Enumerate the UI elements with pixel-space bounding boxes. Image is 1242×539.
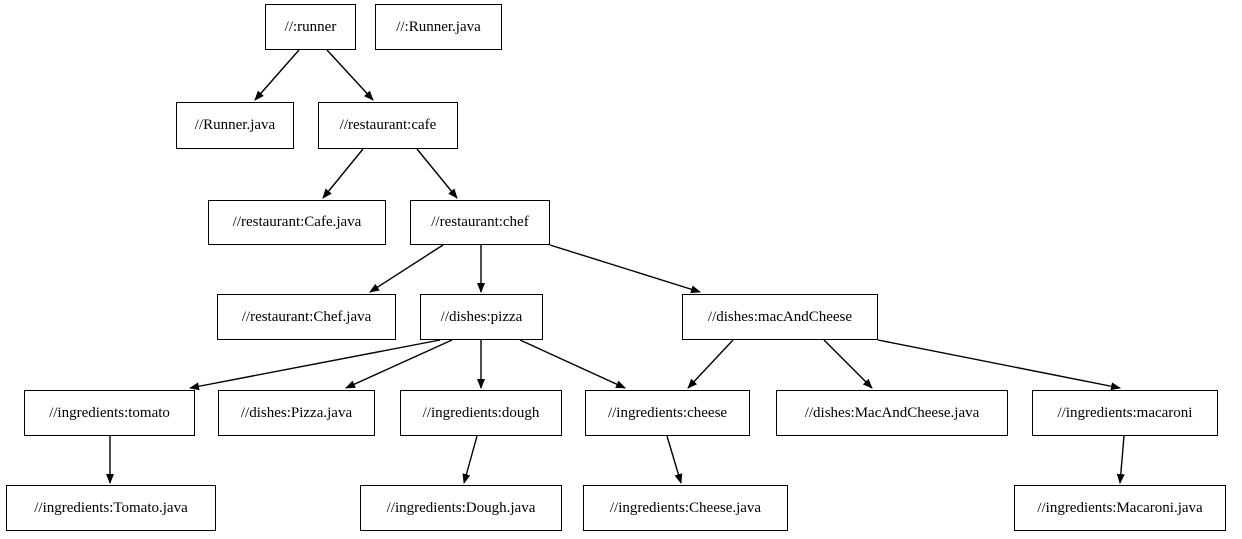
graph-node-root_runner_java[interactable]: //:Runner.java — [375, 4, 502, 50]
graph-node-label: //restaurant:chef — [431, 214, 529, 230]
graph-edge-ing_macaroni-to-ing_macaroni_java — [1116, 435, 1125, 484]
graph-node-label: //ingredients:Dough.java — [386, 499, 536, 516]
graph-edge-runner-to-runner_java — [254, 49, 300, 101]
graph-node-dishes_pizza_java[interactable]: //dishes:Pizza.java — [218, 390, 375, 436]
graph-edge-restaurant_chef-to-restaurant_chef_java — [369, 244, 444, 293]
graph-node-dishes_pizza[interactable]: //dishes:pizza — [420, 294, 543, 340]
graph-node-label: //ingredients:tomato — [49, 404, 170, 421]
graph-node-label: //ingredients:dough — [422, 404, 540, 421]
graph-edge-restaurant_chef-to-dishes_macandcheese — [549, 244, 701, 294]
graph-node-ing_macaroni_java[interactable]: //ingredients:Macaroni.java — [1014, 485, 1226, 531]
graph-node-label: //dishes:Pizza.java — [240, 404, 353, 421]
graph-node-label: //ingredients:Cheese.java — [609, 499, 762, 516]
graph-node-restaurant_chef_java[interactable]: //restaurant:Chef.java — [217, 294, 396, 340]
graph-node-label: //ingredients:Tomato.java — [34, 499, 188, 516]
graph-edge-dishes_macandcheese-to-ing_cheese — [687, 339, 734, 389]
graph-node-label: //dishes:macAndCheese — [707, 308, 853, 325]
graph-edge-dishes_pizza-to-dishes_pizza_java — [345, 339, 453, 389]
graph-node-dishes_macandcheese[interactable]: //dishes:macAndCheese — [682, 294, 878, 340]
graph-node-runner[interactable]: //:runner — [265, 4, 356, 50]
graph-node-label: //ingredients:Macaroni.java — [1037, 499, 1203, 516]
graph-edge-dishes_pizza-to-ing_cheese — [519, 339, 626, 389]
graph-node-restaurant_cafe_java[interactable]: //restaurant:Cafe.java — [208, 200, 386, 245]
graph-node-label: //restaurant:cafe — [339, 117, 437, 133]
graph-node-dishes_macandcheese_java[interactable]: //dishes:MacAndCheese.java — [776, 390, 1008, 436]
graph-node-label: //dishes:pizza — [440, 308, 523, 325]
graph-node-restaurant_chef[interactable]: //restaurant:chef — [410, 200, 550, 245]
graph-node-restaurant_cafe[interactable]: //restaurant:cafe — [318, 102, 458, 149]
graph-node-label: //restaurant:Cafe.java — [232, 214, 362, 230]
graph-node-ing_tomato_java[interactable]: //ingredients:Tomato.java — [6, 485, 216, 531]
graph-node-ing_cheese_java[interactable]: //ingredients:Cheese.java — [583, 485, 788, 531]
graph-edge-ing_dough-to-ing_dough_java — [462, 435, 478, 484]
graph-edge-dishes_macandcheese-to-dishes_macandcheese_java — [823, 339, 873, 389]
graph-node-runner_java[interactable]: //Runner.java — [176, 102, 294, 149]
graph-node-ing_dough[interactable]: //ingredients:dough — [400, 390, 562, 436]
graph-edge-runner-to-restaurant_cafe — [326, 49, 374, 101]
graph-node-label: //dishes:MacAndCheese.java — [804, 404, 980, 421]
graph-node-label: //Runner.java — [194, 117, 276, 133]
graph-edge-restaurant_cafe-to-restaurant_chef — [416, 148, 458, 199]
graph-node-label: //ingredients:macaroni — [1057, 404, 1193, 421]
graph-node-ing_macaroni[interactable]: //ingredients:macaroni — [1032, 390, 1218, 436]
graph-node-label: //restaurant:Chef.java — [241, 308, 372, 325]
graph-node-label: //:runner — [284, 18, 337, 35]
graph-edge-restaurant_cafe-to-restaurant_cafe_java — [322, 148, 364, 199]
graph-edge-dishes_pizza-to-ing_tomato — [189, 339, 441, 391]
graph-node-ing_tomato[interactable]: //ingredients:tomato — [24, 390, 195, 436]
graph-node-label: //:Runner.java — [396, 18, 481, 35]
graph-node-label: //ingredients:cheese — [607, 404, 728, 421]
graph-edge-ing_cheese-to-ing_cheese_java — [666, 435, 683, 484]
graph-node-ing_cheese[interactable]: //ingredients:cheese — [585, 390, 750, 436]
graph-node-ing_dough_java[interactable]: //ingredients:Dough.java — [360, 485, 562, 531]
graph-edge-dishes_macandcheese-to-ing_macaroni — [877, 339, 1121, 391]
